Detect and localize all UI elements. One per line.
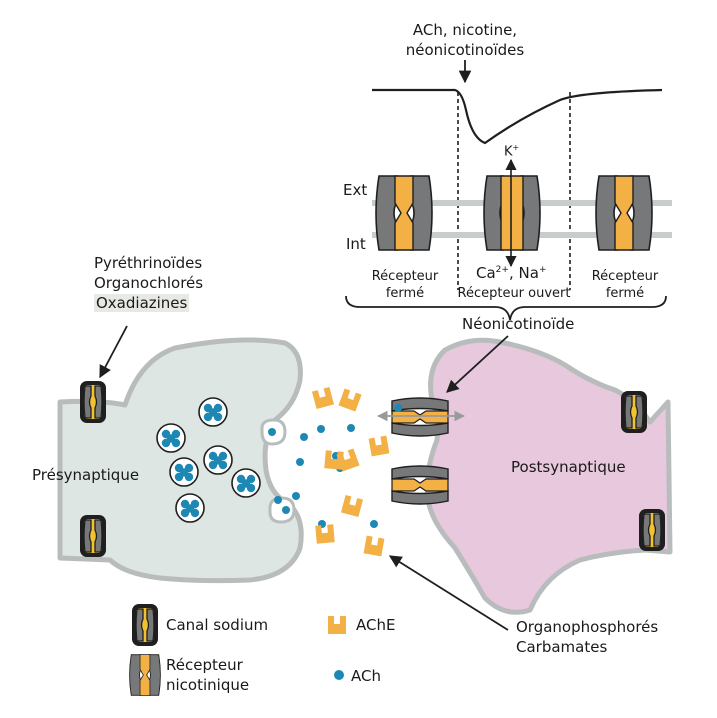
receptor-postsyn-top bbox=[391, 397, 449, 437]
legend-ach-label: ACh bbox=[351, 667, 381, 685]
pyrethroids-text: Pyréthrinoïdes bbox=[94, 254, 203, 272]
sodium-channel-postsyn-bottom bbox=[638, 508, 666, 552]
legend-ach-icon bbox=[334, 670, 344, 680]
receptor-postsyn-bottom bbox=[391, 465, 449, 505]
oxadiazines-text: Oxadiazines bbox=[94, 294, 190, 312]
vesicle bbox=[198, 397, 228, 427]
receptor-closed-right bbox=[595, 175, 653, 251]
stimulus-line-2: néonicotinoïdes bbox=[405, 41, 525, 59]
legend-receptor-icon bbox=[129, 654, 161, 696]
potassium-label: K+ bbox=[504, 139, 519, 160]
receptor-open bbox=[483, 175, 541, 251]
ca-symbol: Ca bbox=[476, 264, 496, 282]
closed-right-line-2: fermé bbox=[605, 286, 645, 301]
organophosphates-text: Organophosphorés bbox=[516, 618, 659, 636]
postsynaptic-cell bbox=[424, 337, 673, 615]
receptor-closed-left bbox=[375, 175, 433, 251]
na-symbol: Na bbox=[518, 264, 539, 282]
vesicle bbox=[156, 423, 186, 453]
postsynaptic-label: Postsynaptique bbox=[511, 458, 626, 476]
sodium-channel-postsyn-top bbox=[620, 390, 648, 434]
ions-label: Ca2+, Na+ bbox=[476, 260, 546, 283]
int-label: Int bbox=[346, 235, 366, 253]
na-charge: + bbox=[538, 265, 547, 275]
neonicotinoid-label: Néonicotinoïde bbox=[462, 315, 575, 333]
brace bbox=[345, 295, 667, 321]
k-symbol: K bbox=[504, 144, 513, 160]
legend-receptor-line-1: Récepteur bbox=[166, 656, 243, 674]
ache-molecules bbox=[311, 386, 390, 557]
k-charge: + bbox=[512, 143, 520, 152]
pyrethroid-label-block: Pyréthrinoïdes Organochlorés Oxadiazines bbox=[94, 253, 203, 313]
closed-left-line-1: Récepteur bbox=[371, 269, 439, 284]
stimulus-line-1: ACh, nicotine, bbox=[412, 21, 518, 39]
receptor-closed-left-label: Récepteur fermé bbox=[359, 268, 451, 302]
vesicle bbox=[169, 457, 199, 487]
closed-left-line-2: fermé bbox=[385, 286, 425, 301]
receptor-open-label: Récepteur ouvert bbox=[457, 286, 571, 301]
carbamates-text: Carbamates bbox=[516, 638, 608, 656]
current-trace bbox=[372, 88, 663, 145]
legend-ache-label: AChE bbox=[356, 616, 396, 634]
legend-receptor-label: Récepteur nicotinique bbox=[166, 655, 249, 695]
legend-sodium-icon bbox=[131, 603, 159, 647]
legend-ache-icon bbox=[328, 616, 346, 634]
legend-receptor-line-2: nicotinique bbox=[166, 676, 250, 694]
vesicle bbox=[231, 468, 261, 498]
legend-sodium-label: Canal sodium bbox=[166, 616, 269, 634]
vesicle bbox=[203, 445, 233, 475]
organochlorines-text: Organochlorés bbox=[94, 274, 204, 292]
ca-charge: 2+ bbox=[495, 265, 509, 275]
closed-right-line-1: Récepteur bbox=[591, 269, 659, 284]
presynaptic-label: Présynaptique bbox=[32, 466, 140, 484]
stimulus-label: ACh, nicotine, néonicotinoïdes bbox=[400, 20, 530, 60]
ext-label: Ext bbox=[343, 181, 368, 199]
organophosphate-label-block: Organophosphorés Carbamates bbox=[516, 617, 658, 657]
receptor-closed-right-label: Récepteur fermé bbox=[579, 268, 671, 302]
vesicle bbox=[175, 493, 205, 523]
organophosphate-arrow bbox=[388, 555, 509, 631]
pyrethroid-arrow bbox=[99, 325, 128, 379]
ion-separator: , bbox=[508, 264, 514, 282]
sodium-channel-presyn-bottom bbox=[79, 514, 107, 558]
sodium-channel-presyn-top bbox=[79, 380, 107, 424]
neonicotinoid-arrow bbox=[446, 335, 509, 393]
